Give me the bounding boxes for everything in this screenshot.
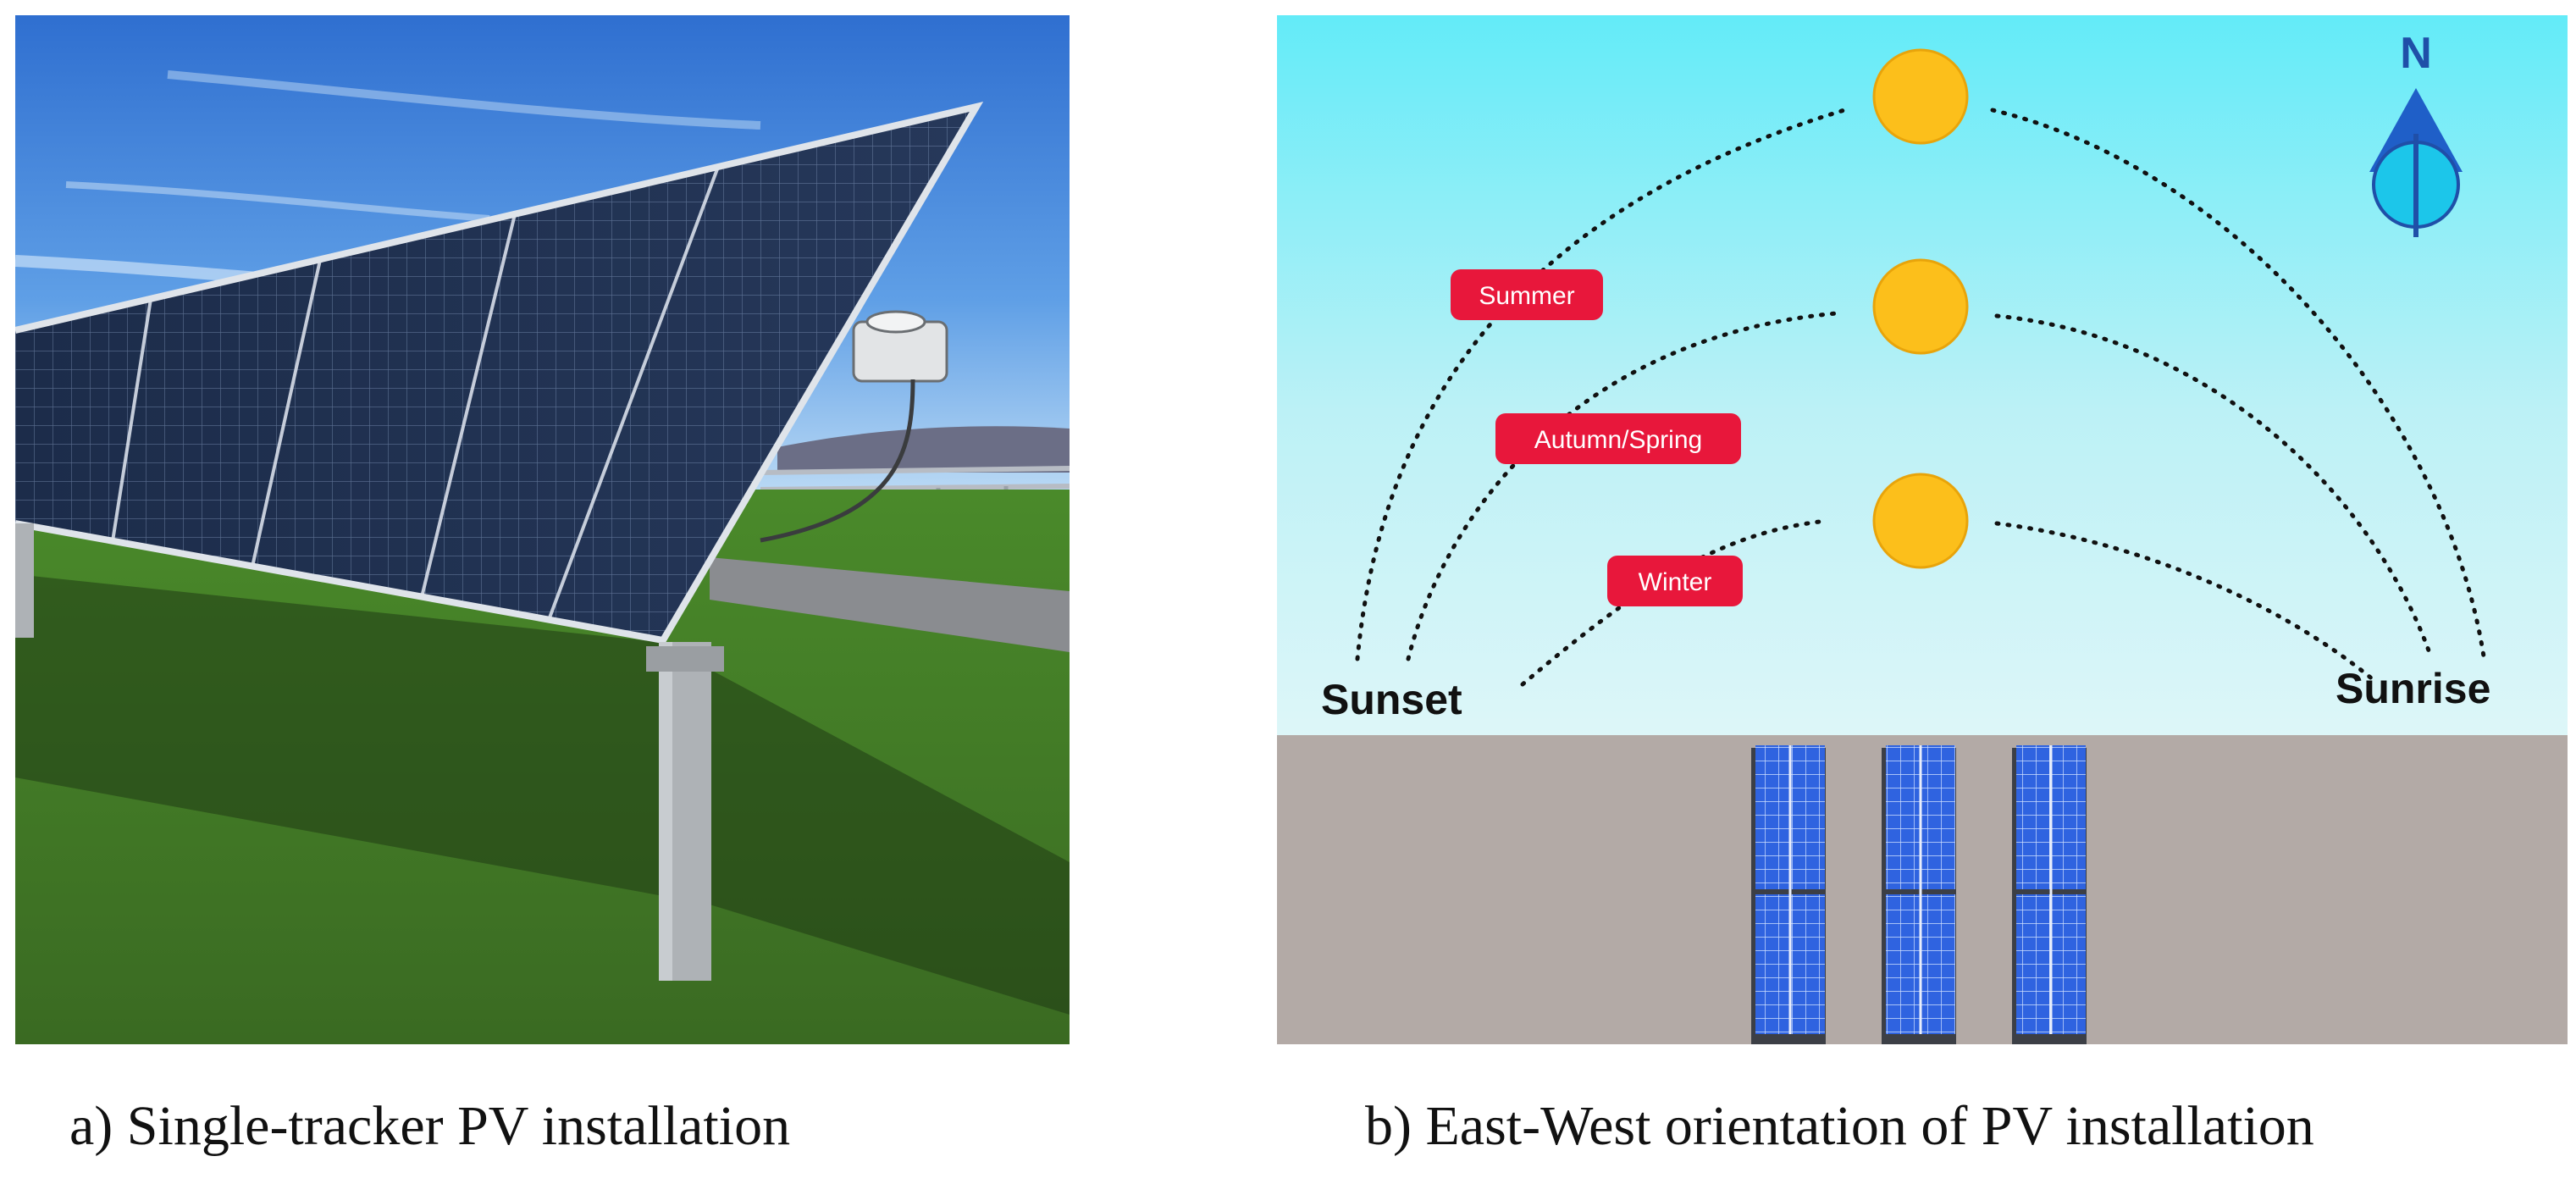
autumn-spring-arc-west — [1406, 311, 1838, 661]
background-tracker-rows — [760, 466, 1070, 492]
caption-single-tracker: a) Single-tracker PV installation — [69, 1095, 791, 1157]
gravel-road — [710, 557, 1070, 652]
season-label-autumn-spring: Autumn/Spring — [1534, 426, 1702, 454]
hills — [777, 426, 1070, 473]
season-badge-summer: Summer — [1451, 269, 1603, 320]
tracker-motor — [760, 310, 948, 543]
season-label-winter: Winter — [1639, 568, 1712, 596]
summer-sun-icon — [1872, 48, 1969, 145]
caption-east-west: b) East-West orientation of PV installat… — [1365, 1095, 2314, 1157]
solar-tracker-panel — [15, 101, 984, 645]
season-label-summer: Summer — [1479, 282, 1574, 310]
autumn-spring-sun-icon — [1872, 258, 1969, 355]
sun-path-diagram: Summer Autumn/Spring Winter Sunset Sunri… — [1277, 15, 2568, 1044]
season-badge-autumn-spring: Autumn/Spring — [1495, 413, 1741, 464]
summer-arc-east — [1990, 108, 2486, 659]
winter-arc-east — [1994, 521, 2376, 683]
compass-icon: N — [2369, 29, 2463, 237]
support-post — [15, 523, 724, 981]
panel-shadow — [15, 574, 1070, 1015]
sunset-label: Sunset — [1321, 676, 1462, 723]
compass-north-label: N — [2400, 29, 2432, 78]
pv-array-3 — [2012, 745, 2087, 1044]
summer-arc-west — [1355, 108, 1847, 661]
sunrise-label: Sunrise — [2336, 665, 2490, 712]
pv-array-1 — [1751, 745, 1826, 1044]
single-tracker-photo — [15, 15, 1070, 1044]
winter-sun-icon — [1872, 473, 1969, 569]
season-badge-winter: Winter — [1607, 556, 1743, 606]
autumn-spring-arc-east — [1994, 313, 2431, 653]
cloud-streak — [65, 181, 490, 222]
cloud-streak — [167, 70, 761, 130]
pv-array-2 — [1882, 745, 1956, 1044]
